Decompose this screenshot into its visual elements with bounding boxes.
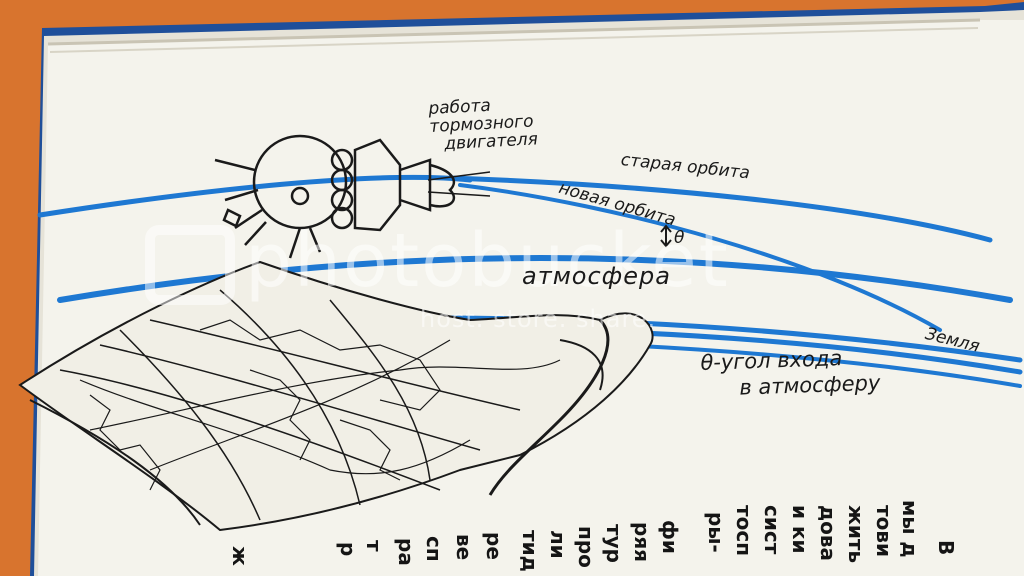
- page-text-col-7: сист: [760, 505, 784, 555]
- track-line-1: [79, 379, 471, 475]
- scroll-roll: [488, 318, 610, 496]
- page-text-col-14: ли: [546, 530, 570, 559]
- scroll-curl: [559, 339, 604, 391]
- continent-1: [89, 394, 161, 491]
- orbit-lines: [37, 174, 1023, 388]
- capsule-hatch: [290, 186, 310, 206]
- page-text-col-19: ра: [394, 538, 418, 566]
- antenna-tip: [222, 208, 242, 228]
- page-text-col-3: тови: [872, 505, 896, 558]
- grid-line-1: [59, 369, 441, 491]
- page-text-col-6: и ки: [788, 505, 812, 554]
- page-text-col-2: мы д: [898, 500, 922, 558]
- page-edge-line: [47, 18, 981, 46]
- page-text-col-21: р: [336, 542, 360, 557]
- engine-nozzle: [399, 158, 432, 212]
- service-module: [353, 138, 402, 232]
- page-text-col-17: ве: [452, 534, 476, 561]
- continent-2: [199, 319, 441, 411]
- page-text-col-15: тид: [518, 530, 542, 572]
- theta-arrow: [660, 224, 672, 248]
- grid-line-6: [329, 299, 431, 481]
- page-text-col-20: т: [362, 540, 386, 552]
- earth-map-scroll: [18, 260, 654, 532]
- label-entry-angle: θ-угол входа в атмосферу: [700, 344, 881, 402]
- spacecraft-illustration: [214, 134, 491, 259]
- thrust-lines: [427, 171, 491, 197]
- label-theta: θ: [674, 228, 685, 248]
- page-text-col-11: ряя: [630, 522, 654, 562]
- antenna-lines: [214, 158, 267, 246]
- page-text-col-18: сп: [422, 536, 446, 562]
- track-line-2: [89, 359, 561, 431]
- tank-3: [330, 188, 354, 212]
- map-outline: [18, 260, 654, 532]
- old-orbit-line: [447, 175, 993, 243]
- page-text-col-12: тур: [602, 524, 626, 563]
- capsule-legs: [288, 227, 322, 259]
- engine-flame: [429, 163, 456, 208]
- grid-line-3: [149, 319, 521, 411]
- tank-4: [330, 206, 354, 230]
- atmosphere-line: [57, 255, 1013, 303]
- page-text-col-13: про: [574, 526, 598, 568]
- page-text-col-5: дова: [816, 505, 840, 562]
- page-text-col-16: ре: [482, 532, 506, 560]
- page-text-col-9: ры-: [704, 512, 728, 553]
- continent-3: [249, 369, 311, 461]
- label-engine-work: работа тормозного двигателя: [428, 94, 538, 154]
- page-text-col-1: В: [934, 540, 958, 556]
- track-line-3: [149, 339, 451, 471]
- label-atmosphere: атмосфера: [522, 262, 671, 290]
- new-orbit-line: [458, 183, 942, 332]
- page-edge-line-2: [49, 27, 979, 53]
- page-text-col-10: фи: [658, 520, 682, 554]
- page-text-col-22: ж: [228, 546, 252, 566]
- grid-line-4: [119, 329, 261, 521]
- page-text-col-8: тосп: [732, 505, 756, 557]
- continent-4: [339, 419, 401, 481]
- map-lower-edge: [29, 399, 201, 526]
- page-text-col-4: жить: [844, 505, 868, 564]
